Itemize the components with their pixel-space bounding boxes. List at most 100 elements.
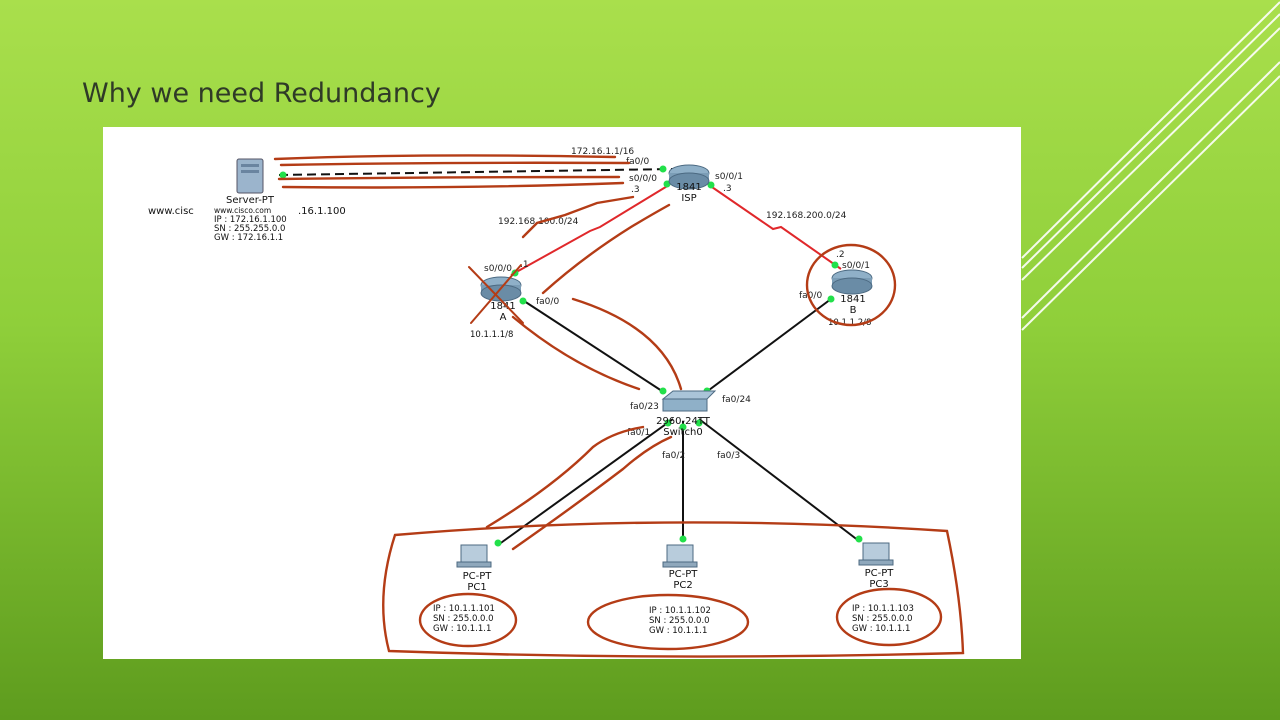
router-b-lan-ip: 10.1.1.2/8	[828, 318, 871, 328]
pc1-subnet: SN : 255.0.0.0	[433, 614, 494, 624]
server-subnet: SN : 255.255.0.0	[214, 224, 285, 234]
pc2-ip: IP : 10.1.1.102	[649, 606, 711, 616]
server-dns-left: www.cisc	[148, 206, 194, 217]
link-status-dot	[494, 539, 502, 547]
router-a-name: A	[500, 312, 507, 323]
isp-router[interactable]: 1841 ISP	[668, 164, 710, 204]
link-router-b-switch	[704, 298, 832, 394]
switch-icon	[662, 398, 708, 412]
pc-group-outline	[382, 521, 965, 658]
link-server-isp	[278, 168, 674, 176]
link-status-dot	[831, 261, 839, 269]
pc-keyboard	[456, 561, 492, 568]
router-b-model: 1841	[840, 294, 865, 305]
router-b-s001-host: .2	[836, 250, 845, 260]
link-status-dot	[279, 171, 287, 179]
pc-icon	[862, 542, 890, 561]
handdrawn-annotations	[273, 154, 965, 658]
annotation-stroke	[281, 181, 625, 189]
router-a-fa00-label: fa0/0	[536, 297, 559, 307]
network-diagram-panel: Server-PT www.cisc .16.1.100 www.cisco.c…	[103, 127, 1021, 659]
switch-fa02-label: fa0/2	[662, 451, 685, 461]
pc-keyboard	[858, 559, 894, 566]
pc3-config-circle	[835, 587, 943, 647]
switch-fa01-label: fa0/1	[627, 428, 650, 438]
annotation-stroke	[521, 195, 635, 239]
server-network-label: 172.16.1.1/16	[571, 147, 634, 157]
server-device[interactable]: Server-PT www.cisc .16.1.100 www.cisco.c…	[148, 158, 346, 243]
failure-cross-mark	[470, 264, 522, 324]
router-icon-base	[668, 172, 710, 190]
router-a[interactable]: 1841 A 10.1.1.1/8	[470, 276, 522, 340]
link-status-dot	[855, 535, 863, 543]
router-a-model: 1841	[490, 301, 515, 312]
server-type-label: Server-PT	[226, 195, 275, 206]
pc-keyboard	[662, 561, 698, 568]
router-a-s000-host: .1	[520, 260, 529, 270]
pc2-name: PC2	[673, 580, 692, 591]
router-b-fa00-label: fa0/0	[799, 291, 822, 301]
annotation-stroke	[279, 161, 631, 167]
pc2-type: PC-PT	[669, 569, 699, 580]
pc-icon	[460, 544, 488, 563]
link-isp-router-a	[510, 184, 670, 276]
router-icon-base	[831, 277, 873, 295]
router-a-s000-label: s0/0/0	[484, 264, 512, 274]
router-b-name: B	[850, 305, 857, 316]
network-diagram: Server-PT www.cisc .16.1.100 www.cisco.c…	[148, 147, 965, 658]
pc3-gateway: GW : 10.1.1.1	[852, 624, 910, 634]
deco-line	[1021, 75, 1280, 331]
pc3-name: PC3	[869, 579, 888, 590]
link-router-a-switch	[520, 298, 666, 394]
isp-b-network-label: 192.168.200.0/24	[766, 211, 847, 221]
pc1-device[interactable]: PC-PT PC1 IP : 10.1.1.101 SN : 255.0.0.0…	[433, 544, 495, 634]
deco-line	[1021, 61, 1280, 319]
router-b-s001-label: s0/0/1	[842, 261, 870, 271]
pc3-ip: IP : 10.1.1.103	[852, 604, 914, 614]
switch-fa03-label: fa0/3	[717, 451, 740, 461]
pc2-device[interactable]: PC-PT PC2 IP : 10.1.1.102 SN : 255.0.0.0…	[649, 544, 711, 636]
switch-icon-top	[661, 390, 717, 400]
pc3-device[interactable]: PC-PT PC3 IP : 10.1.1.103 SN : 255.0.0.0…	[852, 542, 914, 634]
pc1-ip: IP : 10.1.1.101	[433, 604, 495, 614]
router-b-circle	[805, 243, 897, 327]
deco-line	[1021, 1, 1280, 259]
switch-device[interactable]: 2960-24TT Switch0	[656, 390, 717, 438]
pc3-type: PC-PT	[865, 568, 895, 579]
annotation-stroke	[571, 297, 683, 391]
isp-name: ISP	[681, 193, 696, 204]
isp-s001-label: s0/0/1	[715, 172, 743, 182]
link-status-dot	[695, 419, 703, 427]
slide-title: Why we need Redundancy	[82, 78, 441, 109]
pc3-subnet: SN : 255.0.0.0	[852, 614, 913, 624]
server-slot	[241, 164, 259, 167]
annotation-stroke	[511, 435, 673, 551]
isp-fa00-label: fa0/0	[626, 157, 649, 167]
pc2-gateway: GW : 10.1.1.1	[649, 626, 707, 636]
switch-name: Switch0	[663, 427, 702, 438]
deco-line	[1021, 13, 1280, 269]
isp-s000-host: .3	[631, 185, 640, 195]
link-isp-router-b	[708, 184, 842, 270]
server-icon	[236, 158, 264, 194]
link-switch-pc1	[497, 418, 674, 546]
link-status-dot	[679, 535, 687, 543]
isp-s001-host: .3	[723, 184, 732, 194]
isp-model: 1841	[676, 182, 701, 193]
pc1-name: PC1	[467, 582, 486, 593]
annotation-stroke	[511, 315, 641, 391]
server-gateway: GW : 172.16.1.1	[214, 233, 283, 243]
router-b[interactable]: 1841 B 10.1.1.2/8	[828, 269, 873, 328]
link-status-dot	[659, 165, 667, 173]
annotation-stroke	[273, 154, 617, 161]
server-dns-right: .16.1.100	[298, 206, 346, 217]
link-status-dot	[679, 423, 687, 431]
pc-icon	[666, 544, 694, 563]
server-name-label: www.cisco.com	[214, 206, 271, 215]
annotation-stroke	[485, 425, 645, 529]
pc2-config-circle	[586, 593, 750, 651]
switch-model: 2960-24TT	[656, 416, 711, 427]
pc1-gateway: GW : 10.1.1.1	[433, 624, 491, 634]
pc1-config-circle	[418, 592, 518, 648]
